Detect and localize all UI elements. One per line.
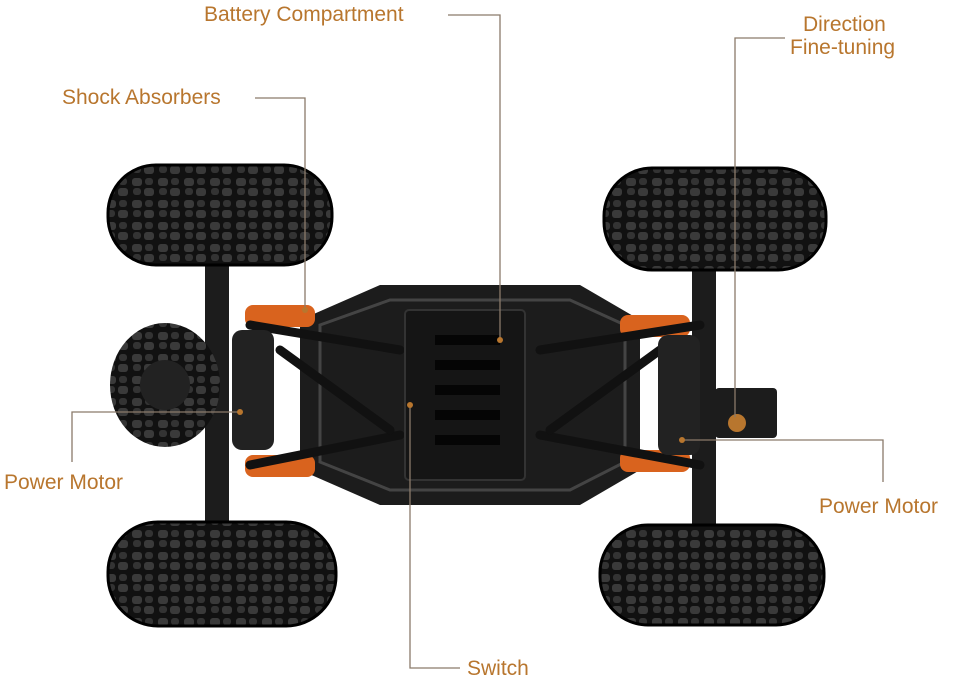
wheel-front-bottom <box>598 523 826 627</box>
wheel-rear-top <box>106 163 334 267</box>
label-direction-line1: Direction <box>803 13 886 36</box>
label-switch: Switch <box>467 657 529 680</box>
label-battery-compartment: Battery Compartment <box>204 3 404 26</box>
label-shock-absorbers: Shock Absorbers <box>62 86 221 109</box>
leader-lines <box>71 14 884 669</box>
label-power-motor-right: Power Motor <box>819 495 939 518</box>
front-power-motor <box>658 335 700 455</box>
label-direction-line2: Fine-tuning <box>790 36 896 59</box>
label-power-motor-left: Power Motor <box>4 471 124 494</box>
rear-power-motor <box>232 330 274 450</box>
wheel-rear-bottom <box>106 520 338 628</box>
shock-absorber <box>245 305 315 327</box>
wheel-front-top <box>602 166 828 272</box>
direction-trim-knob <box>728 414 746 432</box>
servo <box>715 388 777 438</box>
